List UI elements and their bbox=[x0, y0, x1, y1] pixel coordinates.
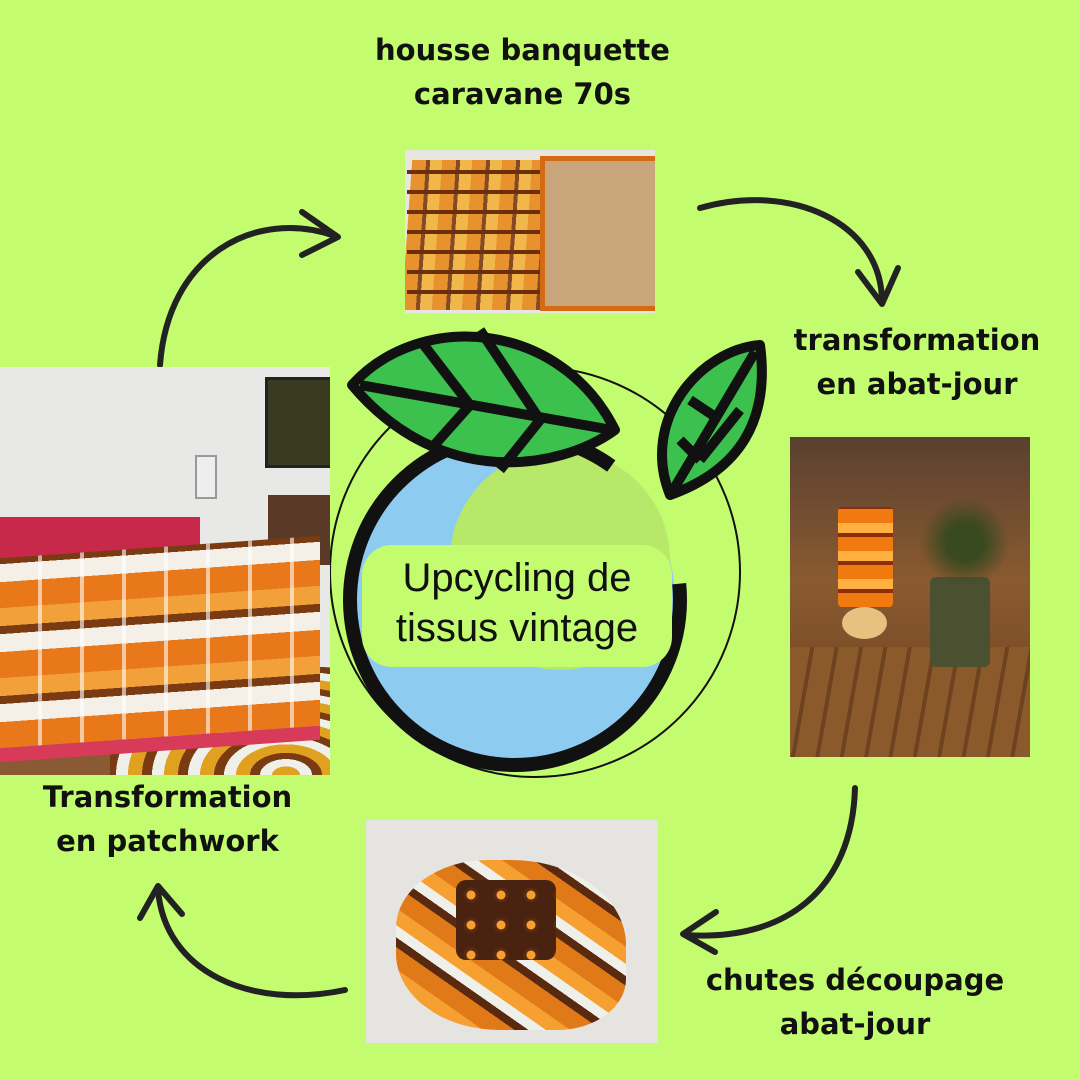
step-label-line: chutes découpage bbox=[705, 963, 1005, 997]
step-label-line: transformation bbox=[793, 323, 1041, 357]
arrow-to-housse bbox=[157, 209, 341, 368]
center-title-line2: tissus vintage bbox=[395, 606, 639, 650]
center-title-line1: Upcycling de bbox=[402, 556, 632, 600]
step-label-patchwork: Transformation en patchwork bbox=[5, 775, 330, 863]
leaf-small-icon bbox=[657, 340, 767, 500]
step-label-line: housse banquette bbox=[375, 33, 670, 67]
arrow-to-chutes bbox=[680, 785, 858, 955]
step-label-line: en abat-jour bbox=[816, 367, 1018, 401]
step-label-chutes: chutes découpage abat-jour bbox=[670, 958, 1040, 1046]
arrow-to-abat-jour bbox=[697, 197, 901, 307]
step-label-line: abat-jour bbox=[779, 1007, 931, 1041]
center-title: Upcycling de tissus vintage bbox=[362, 545, 672, 667]
photo-abat-jour bbox=[790, 437, 1030, 757]
step-label-line: caravane 70s bbox=[413, 77, 632, 111]
step-label-abat-jour: transformation en abat-jour bbox=[762, 318, 1072, 406]
photo-housse-banquette bbox=[405, 150, 655, 313]
leaf-large-icon bbox=[347, 327, 620, 474]
photo-patchwork bbox=[0, 367, 330, 775]
photo-chutes bbox=[366, 820, 658, 1043]
step-label-line: en patchwork bbox=[56, 824, 279, 858]
step-label-housse: housse banquette caravane 70s bbox=[330, 28, 715, 116]
step-label-line: Transformation bbox=[42, 780, 293, 814]
arrow-to-patchwork bbox=[137, 883, 348, 999]
